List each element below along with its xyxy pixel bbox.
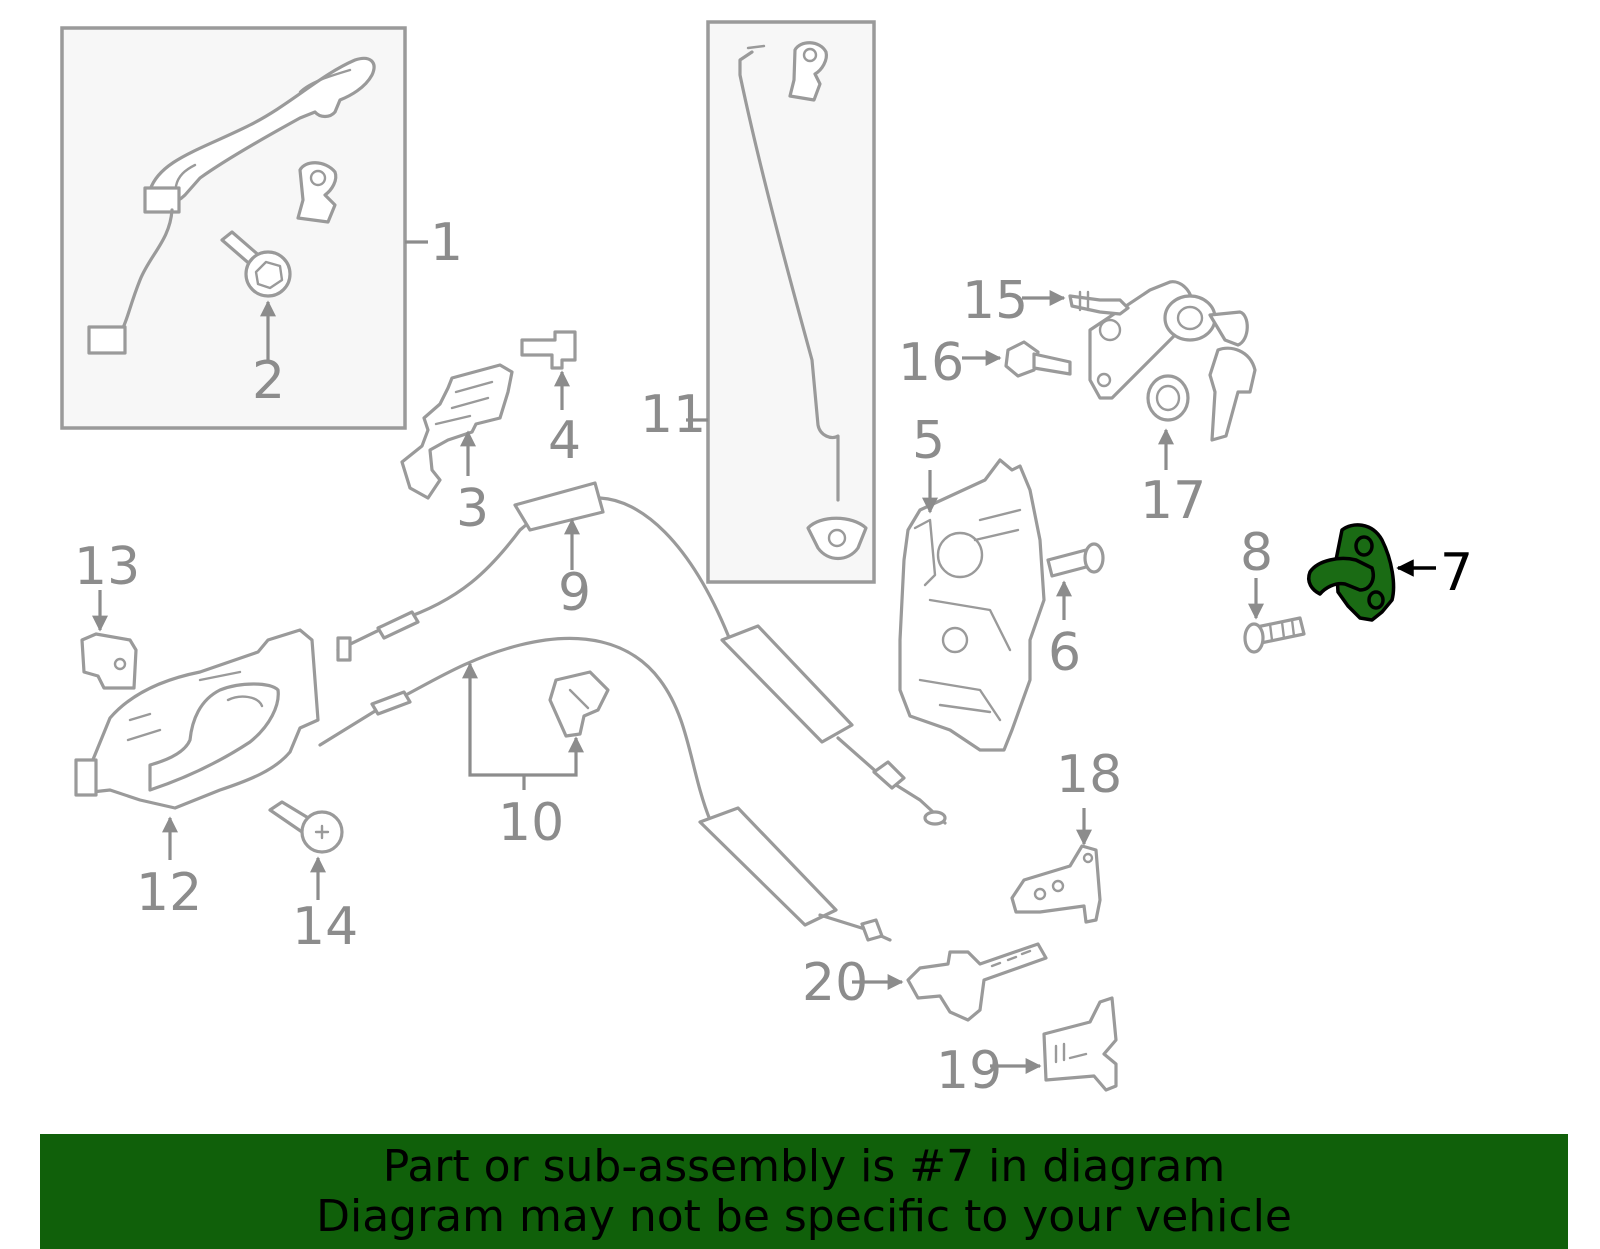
handle-screw-head: [244, 250, 292, 298]
banner-line-2: Diagram may not be specific to your vehi…: [316, 1191, 1292, 1242]
key-2: [1208, 346, 1257, 442]
callout-6: 6: [1048, 623, 1081, 683]
callout-9: 9: [558, 563, 591, 623]
latch-screw-head: [1083, 542, 1105, 574]
cable-10-sleeve: [698, 806, 838, 927]
callout-2: 2: [252, 351, 285, 411]
callout-11: 11: [640, 385, 706, 445]
callout-7: 7: [1440, 543, 1473, 603]
callout-10: 10: [498, 793, 564, 853]
callout-16: 16: [898, 333, 964, 393]
striker-lower-hole: [1367, 590, 1385, 610]
rod-clip-top: [788, 41, 828, 102]
cable-10-clip: [548, 670, 610, 738]
rod-grommet: [806, 516, 868, 561]
lock-rod-group: [706, 20, 876, 584]
door-check-20: [906, 942, 1048, 1022]
cylinder-retainer-15: [1068, 294, 1130, 316]
lower-hinge-19: [1042, 996, 1118, 1092]
handle-connector-bottom: [87, 325, 127, 355]
callout-4: 4: [548, 411, 581, 471]
latch-hole-upper: [936, 531, 984, 579]
striker-upper-hole: [1354, 535, 1374, 557]
rod-grommet-hole: [827, 528, 847, 548]
banner-line-1: Part or sub-assembly is #7 in diagram: [382, 1141, 1226, 1192]
cable-10-housing-end: [370, 690, 412, 716]
callout-18: 18: [1056, 745, 1122, 805]
callout-13: 13: [74, 537, 140, 597]
callout-20: 20: [802, 953, 868, 1013]
lock-cylinder-group: [1004, 280, 1257, 442]
handle-connector-top: [143, 186, 181, 214]
hinge-18-hole-1: [1033, 887, 1047, 901]
callout-5: 5: [912, 411, 945, 471]
cable-9-end-fitting: [923, 810, 947, 826]
callout-14: 14: [292, 897, 358, 957]
cylinder-seal-17: [1146, 374, 1190, 422]
cable-9-clamp: [513, 481, 605, 532]
retainer-clip: [520, 330, 577, 370]
latch-screw: [1046, 548, 1092, 578]
inside-handle-cable-10: [318, 636, 892, 942]
inside-handle-12: [74, 628, 320, 810]
hinge-18-hole-2: [1051, 879, 1065, 893]
hinge-18-hole-3: [1082, 852, 1094, 864]
lock-cylinder: [1163, 294, 1217, 342]
rod-clip-top-hole: [802, 47, 818, 63]
inside-handle-tab: [74, 758, 98, 797]
key-1: [1208, 310, 1249, 347]
cable-10-wire: [318, 636, 712, 822]
lock-clip-box1: [296, 161, 338, 224]
latch-hole-lower: [941, 626, 969, 654]
info-banner: Part or sub-assembly is #7 in diagram Di…: [40, 1134, 1568, 1249]
assembly-box-11: [706, 20, 876, 584]
outer-door-handle: [148, 56, 376, 207]
lock-rod: [738, 50, 840, 502]
cylinder-seal-hole: [1155, 384, 1181, 412]
lock-clip-hole-box1: [309, 169, 327, 187]
switch-clip-hole: [113, 657, 127, 671]
door-latch-5: [898, 458, 1046, 752]
callout-3: 3: [456, 479, 489, 539]
outer-handle-assembly-group: [60, 26, 407, 430]
bracket-hole-2: [1096, 372, 1112, 388]
callout-17: 17: [1140, 471, 1206, 531]
inside-handle-lever: [148, 682, 280, 792]
callout-19: 19: [936, 1041, 1002, 1101]
banner-background: [40, 1134, 1568, 1249]
door-striker-7: [1307, 523, 1396, 622]
striker-loop: [1307, 556, 1375, 596]
callout-8: 8: [1240, 523, 1273, 583]
lock-cable-9: [336, 481, 947, 826]
lock-cylinder-face: [1176, 305, 1204, 331]
cable-9-sleeve: [720, 624, 854, 744]
cable-9-tip: [336, 636, 352, 662]
callout-12: 12: [136, 863, 202, 923]
callout-15: 15: [962, 271, 1028, 331]
bracket-hole-1: [1098, 318, 1122, 342]
cylinder-bolt-16: [1004, 340, 1040, 378]
striker-bolt-head: [1243, 622, 1265, 654]
cable-9-housing-end: [376, 610, 420, 640]
upper-hinge-18: [1010, 844, 1102, 924]
callout-1: 1: [430, 213, 463, 273]
latch-body: [898, 458, 1046, 752]
handle-harness-wire: [120, 208, 174, 332]
switch-clip: [80, 632, 138, 690]
